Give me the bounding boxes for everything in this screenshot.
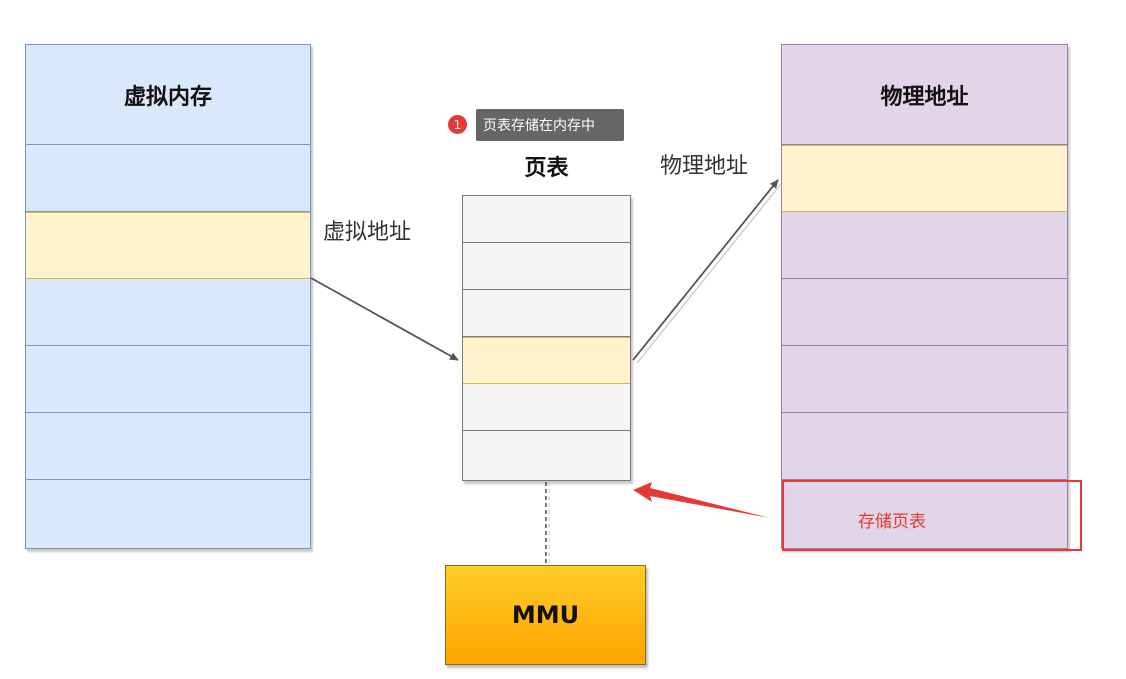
virtual-memory-title: 虚拟内存	[123, 84, 212, 110]
virtual-memory-column: 虚拟内存	[25, 44, 311, 549]
annotation-badge[interactable]: 1	[448, 115, 467, 134]
physical-memory-row	[782, 279, 1067, 346]
physical-address-label: 物理地址	[660, 154, 749, 179]
annotation-tooltip: 页表存储在内存中	[476, 109, 624, 141]
page-table	[462, 195, 631, 481]
virtual-memory-row	[26, 279, 310, 346]
virtual-memory-row-highlighted	[26, 212, 310, 279]
physical-memory-row	[782, 212, 1067, 279]
page-table-row	[463, 384, 630, 431]
physical-memory-column: 物理地址	[781, 44, 1068, 549]
physical-memory-title: 物理地址	[880, 84, 969, 110]
page-table-row-highlighted	[463, 337, 630, 384]
page-table-storage-label: 存储页表	[858, 512, 926, 532]
mmu-label: MMU	[511, 601, 580, 629]
virtual-memory-row	[26, 346, 310, 413]
physical-memory-row-highlighted	[782, 145, 1067, 212]
virtual-to-page-table-arrow	[310, 277, 459, 361]
storage-pointer-arrow	[633, 482, 770, 518]
page-table-to-physical-arrow	[632, 179, 779, 361]
physical-memory-row	[782, 413, 1067, 480]
page-table-row	[463, 196, 630, 243]
page-table-row	[463, 243, 630, 290]
page-table-row	[463, 290, 630, 337]
annotation-note-text: 页表存储在内存中	[483, 118, 595, 134]
virtual-memory-row	[26, 145, 310, 212]
physical-memory-row	[782, 346, 1067, 413]
page-table-title: 页表	[524, 156, 569, 181]
page-table-to-physical-arrow-shadow	[636, 183, 782, 364]
page-table-storage-highlight	[782, 480, 1082, 551]
virtual-memory-header: 虚拟内存	[26, 45, 310, 145]
virtual-address-label: 虚拟地址	[323, 220, 412, 245]
mmu-box: MMU	[445, 565, 646, 665]
physical-memory-header: 物理地址	[782, 45, 1067, 145]
virtual-memory-row	[26, 413, 310, 480]
